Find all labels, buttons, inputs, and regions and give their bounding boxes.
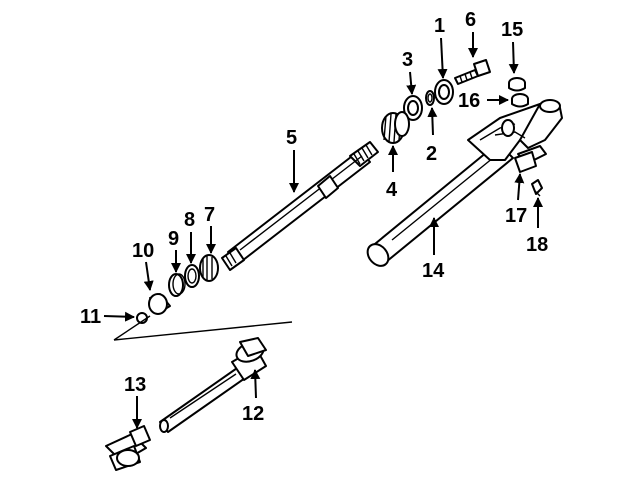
callout-labels: 1 2 3 4 5 6 7 8 9 10 11 12 13 14 15 16 1… [80, 9, 548, 425]
callout-2: 2 [426, 143, 437, 165]
callout-6: 6 [465, 9, 476, 31]
callout-7: 7 [204, 204, 215, 226]
part-17-pin [514, 151, 537, 173]
part-5-shaft [221, 141, 379, 271]
part-1-bearing [434, 79, 454, 105]
part-12-intermediate-shaft [159, 337, 267, 433]
callout-18: 18 [526, 234, 548, 256]
callout-3: 3 [402, 49, 413, 71]
callout-15: 15 [501, 19, 523, 41]
callout-8: 8 [184, 209, 195, 231]
part-6-bolt [454, 59, 491, 85]
callout-10: 10 [132, 240, 154, 262]
part-15-nut [508, 77, 526, 92]
alignment-lines [113, 315, 293, 341]
part-7-bushing [199, 254, 219, 282]
callout-9: 9 [168, 228, 179, 250]
part-8-ring [184, 264, 200, 288]
part-2-snap-ring [425, 90, 435, 106]
leader-lines [103, 32, 543, 429]
callout-1: 1 [434, 15, 445, 37]
callout-12: 12 [242, 403, 264, 425]
part-13-u-joint [105, 425, 151, 471]
part-10-ring [148, 293, 171, 315]
callout-13: 13 [124, 374, 146, 396]
column-tube [366, 142, 514, 267]
callout-11: 11 [80, 306, 101, 328]
callout-17: 17 [505, 205, 527, 227]
part-16-nut [511, 93, 529, 108]
part-18-clip [531, 179, 543, 197]
callout-5: 5 [286, 127, 297, 149]
column-housing [467, 99, 563, 165]
part-4-gear [381, 111, 410, 144]
part-9-spring [168, 273, 186, 297]
callout-14: 14 [422, 260, 445, 282]
callout-4: 4 [386, 179, 398, 201]
part-3-ring [403, 95, 423, 121]
callout-16: 16 [458, 90, 480, 112]
